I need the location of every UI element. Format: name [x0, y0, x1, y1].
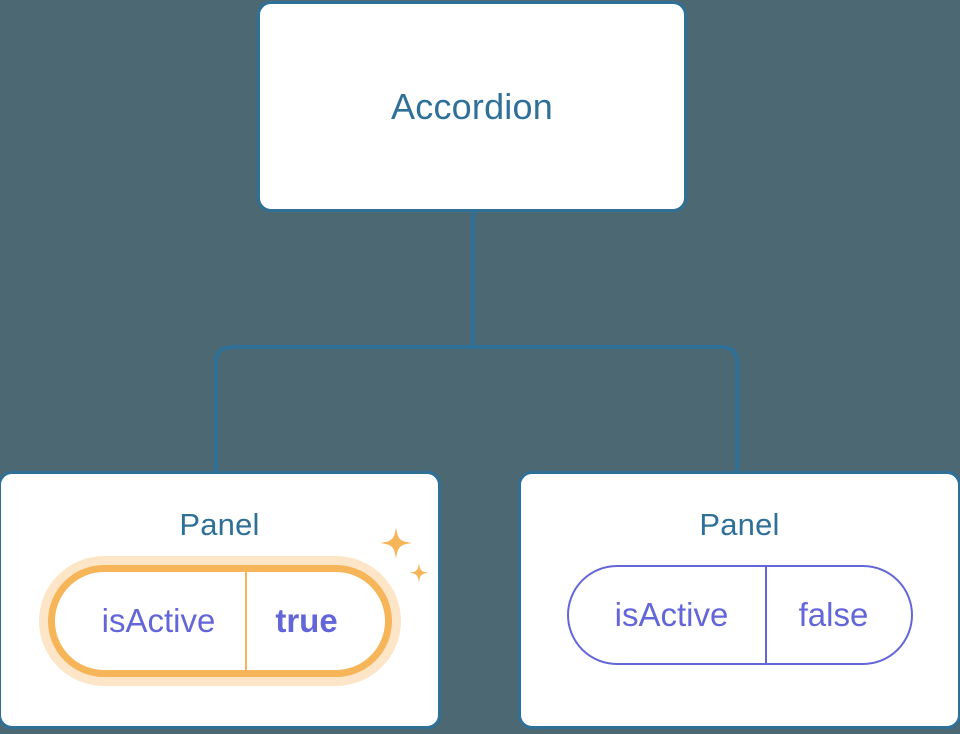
connector-branch-bar — [214, 345, 739, 471]
prop-pill-isactive-false[interactable]: isActive false — [566, 565, 913, 666]
node-accordion-title: Accordion — [391, 85, 553, 127]
prop-pill-left-wrapper: isActive true — [47, 527, 429, 678]
prop-value-label: false — [764, 567, 911, 664]
prop-pill-isactive-true[interactable]: isActive true — [47, 565, 392, 678]
node-panel-right-title: Panel — [699, 507, 780, 542]
prop-pill-right-wrapper: isActive false — [566, 565, 913, 666]
prop-value-label: true — [244, 572, 385, 671]
node-panel-right[interactable]: Panel isActive false — [518, 471, 960, 729]
node-panel-left[interactable]: Panel isActive true — [0, 471, 441, 729]
node-panel-left-title: Panel — [179, 507, 260, 542]
prop-key-label: isActive — [101, 602, 216, 640]
prop-key-label: isActive — [614, 596, 729, 634]
node-accordion[interactable]: Accordion — [257, 1, 687, 212]
